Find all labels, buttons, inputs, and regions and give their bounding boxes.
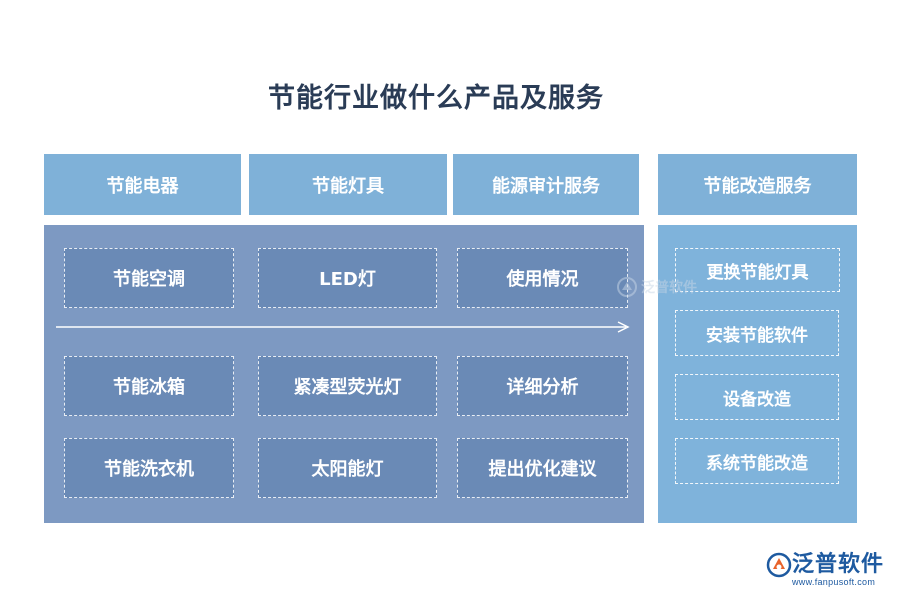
header-energy-audit: 能源审计服务: [453, 154, 639, 215]
cell-solar-light: 太阳能灯: [258, 438, 437, 498]
page-title: 节能行业做什么产品及服务: [268, 83, 604, 114]
cell-analysis: 详细分析: [457, 356, 628, 416]
header-retrofit-services: 节能改造服务: [658, 154, 857, 215]
service-equipment-retrofit: 设备改造: [675, 374, 839, 420]
header-energy-appliances: 节能电器: [44, 154, 241, 215]
cell-energy-ac: 节能空调: [64, 248, 234, 308]
cell-energy-fridge: 节能冰箱: [64, 356, 234, 416]
brand-url: www.fanpusoft.com: [792, 577, 876, 587]
watermark-text: 泛普软件: [641, 280, 697, 296]
brand-logo-icon: [766, 552, 792, 578]
service-system-retrofit: 系统节能改造: [675, 438, 839, 484]
cell-cfl: 紧凑型荧光灯: [258, 356, 437, 416]
brand-logo: 泛普软件: [766, 552, 884, 578]
cell-suggestions: 提出优化建议: [457, 438, 628, 498]
header-energy-lighting: 节能灯具: [249, 154, 447, 215]
cell-usage: 使用情况: [457, 248, 628, 308]
watermark: 泛普软件: [616, 276, 697, 298]
watermark-logo-icon: [617, 277, 637, 297]
cell-led-light: LED灯: [258, 248, 437, 308]
cell-energy-washer: 节能洗衣机: [64, 438, 234, 498]
brand-name: 泛普软件: [792, 552, 885, 577]
flow-arrow: [56, 321, 630, 333]
service-install-software: 安装节能软件: [675, 310, 839, 356]
service-replace-lighting: 更换节能灯具: [675, 248, 840, 292]
